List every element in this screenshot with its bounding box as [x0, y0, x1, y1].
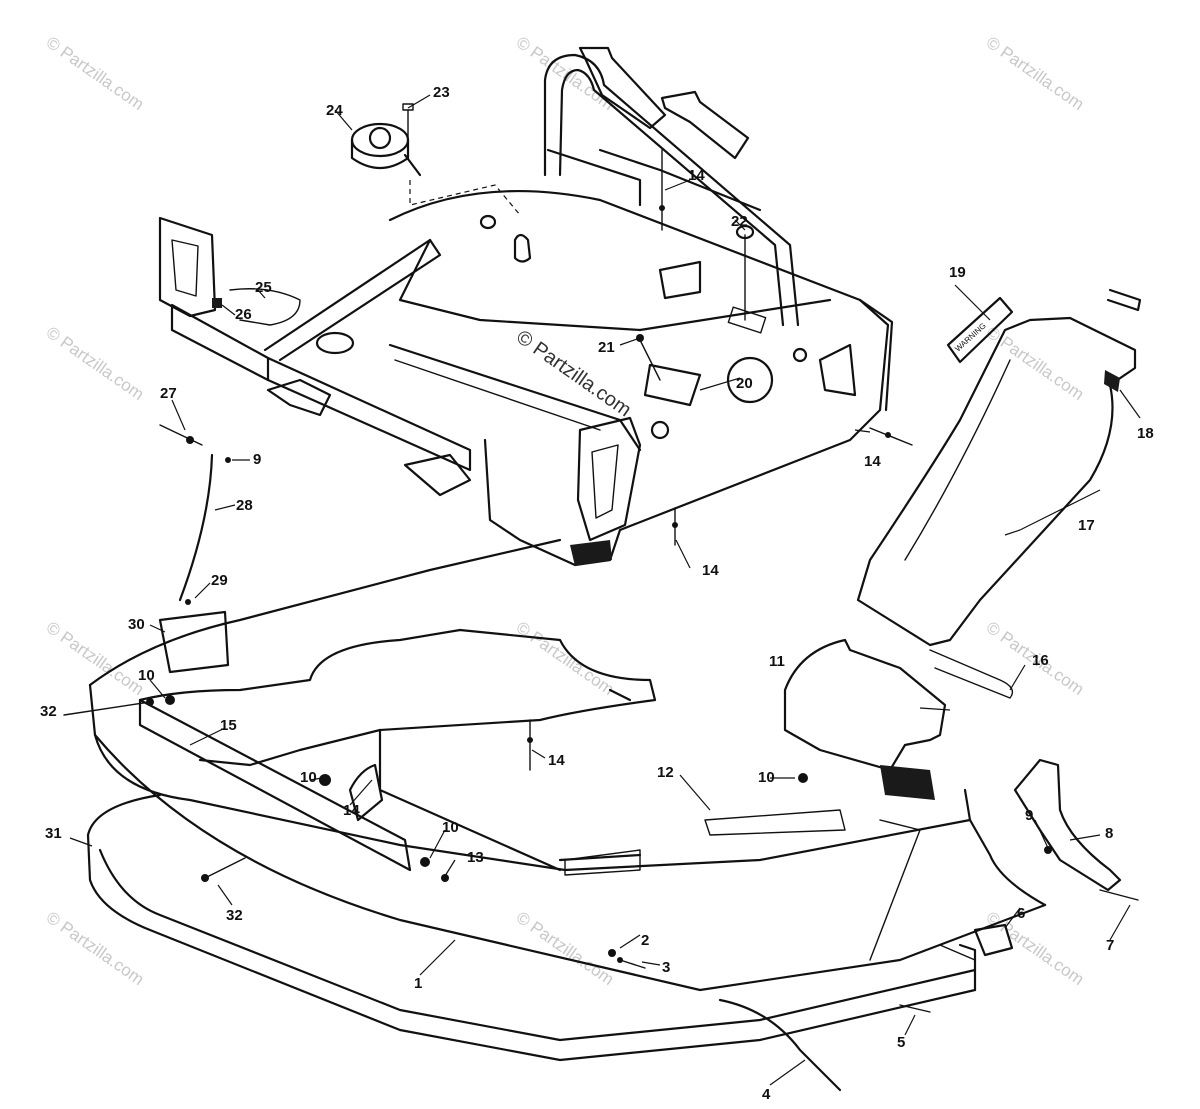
callout-29: 29	[211, 572, 228, 589]
frame-tunnel-assembly	[158, 46, 894, 567]
callout-3: 3	[662, 959, 670, 976]
callout-1: 1	[414, 975, 422, 992]
callout-16: 16	[1032, 652, 1049, 669]
callout-20: 20	[736, 375, 753, 392]
bumper	[86, 793, 977, 1092]
callout-2: 2	[641, 932, 649, 949]
callout-14: 14	[548, 752, 565, 769]
callout-18: 18	[1137, 425, 1154, 442]
cable-assembly	[159, 424, 231, 605]
callout-4: 4	[762, 1086, 771, 1103]
callout-11: 11	[769, 653, 785, 670]
callout-19: 19	[949, 264, 966, 281]
watermark: © Partzilla.com	[513, 33, 618, 114]
callout-24: 24	[326, 102, 343, 119]
side-panel	[1013, 758, 1139, 901]
fasteners-lower	[63, 695, 931, 1013]
watermarks: © Partzilla.com © Partzilla.com © Partzi…	[43, 33, 1088, 989]
callout-14: 14	[343, 802, 360, 819]
watermark: © Partzilla.com	[43, 323, 148, 404]
callout-10: 10	[300, 769, 317, 786]
callout-14: 14	[864, 453, 881, 470]
callout-10: 10	[442, 819, 459, 836]
watermark-center: © Partzilla.com	[512, 326, 635, 421]
callout-7: 7	[1106, 937, 1114, 954]
hood-body	[88, 538, 1047, 992]
callout-8: 8	[1105, 825, 1113, 842]
callout-27: 27	[160, 385, 177, 402]
callout-6: 6	[1017, 905, 1025, 922]
clip	[973, 923, 1014, 957]
callout-9: 9	[1025, 807, 1033, 824]
callout-21: 21	[598, 339, 615, 356]
callout-32: 32	[40, 703, 57, 720]
callout-31: 31	[45, 825, 62, 842]
callout-15: 15	[220, 717, 237, 734]
watermark: © Partzilla.com	[513, 908, 618, 989]
watermark: © Partzilla.com	[513, 618, 618, 699]
callout-14: 14	[702, 562, 719, 579]
callout-23: 23	[433, 84, 450, 101]
callout-labels: 1 2 3 4 5 6 7 8 9 9 10 10 10 10 11 12 13…	[40, 84, 1154, 1103]
latch-assembly	[212, 288, 301, 326]
watermark: © Partzilla.com	[43, 908, 148, 989]
callout-12: 12	[657, 764, 674, 781]
callout-9: 9	[253, 451, 261, 468]
watermark: © Partzilla.com	[43, 33, 148, 114]
callout-14: 14	[688, 167, 705, 184]
callout-13: 13	[467, 849, 484, 866]
gauge-assembly	[350, 103, 521, 216]
watermark: © Partzilla.com	[983, 33, 1088, 114]
callout-32: 32	[226, 907, 243, 924]
callout-26: 26	[235, 306, 252, 323]
callout-10: 10	[138, 667, 155, 684]
callout-5: 5	[897, 1034, 905, 1051]
callout-10: 10	[758, 769, 775, 786]
callout-25: 25	[255, 279, 272, 296]
watermark: © Partzilla.com	[983, 908, 1088, 989]
callout-28: 28	[236, 497, 253, 514]
leader-lines	[69, 94, 1141, 1086]
callout-17: 17	[1078, 517, 1095, 534]
watermark: © Partzilla.com	[983, 323, 1088, 404]
callout-30: 30	[128, 616, 145, 633]
rear-flap	[856, 288, 1142, 647]
fasteners-upper	[636, 149, 913, 546]
callout-22: 22	[731, 213, 748, 230]
